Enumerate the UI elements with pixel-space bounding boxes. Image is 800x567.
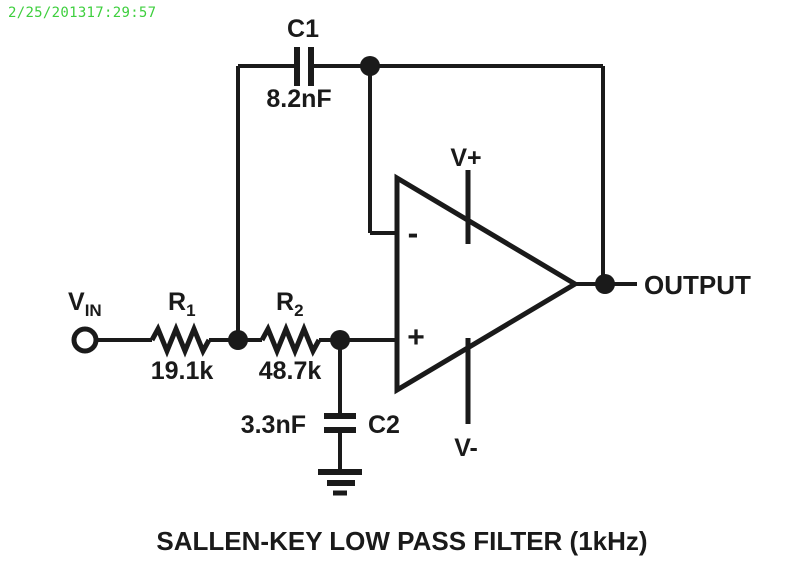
opamp-triangle [394,173,580,395]
junction-dot-output [595,274,615,294]
r2-label-subscript: 2 [294,301,303,320]
junction-dot-r1-r2 [228,330,248,350]
r1-value-label: 19.1k [151,357,214,385]
r1-label-subscript: 1 [186,301,195,320]
vminus-label: V- [454,434,478,462]
r1-resistor-symbol [149,322,212,358]
r2-resistor-symbol [259,322,322,358]
c2-label: C2 [368,411,400,439]
output-label: OUTPUT [644,270,751,300]
vin-label-base: V [68,288,85,316]
c1-value-label: 8.2nF [266,85,331,113]
junction-dot-c1-feedback [360,56,380,76]
opamp-noninverting-input-sign: + [407,321,425,354]
vin-label-subscript: IN [85,301,102,320]
circuit-title: SALLEN-KEY LOW PASS FILTER (1kHz) [156,526,647,556]
r2-value-label: 48.7k [259,357,322,385]
r1-label-base: R [168,288,186,316]
vin-label: VIN [68,288,102,320]
r2-label-base: R [276,288,294,316]
vplus-label: V+ [450,144,481,172]
vin-terminal [71,326,99,354]
junction-dot-r2-c2 [330,330,350,350]
c2-value-label: 3.3nF [241,411,306,439]
r2-label: R2 [276,288,304,320]
timestamp-overlay: 2/25/201317:29:57 [8,5,156,21]
r1-label: R1 [168,288,196,320]
opamp-inverting-input-sign: - [408,215,419,251]
c1-label: C1 [287,15,319,43]
